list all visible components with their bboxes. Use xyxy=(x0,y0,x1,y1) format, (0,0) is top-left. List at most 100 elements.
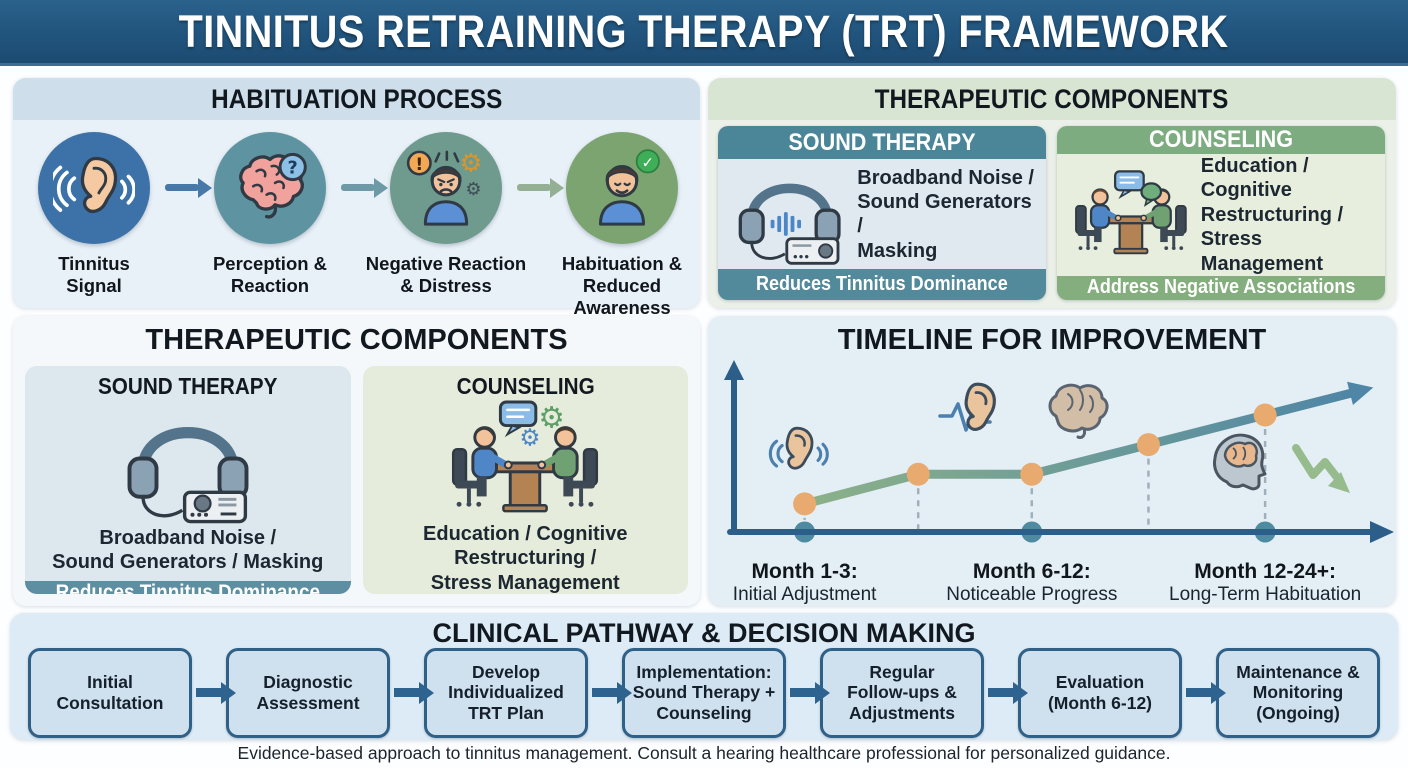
timeline-dynamic-layer xyxy=(793,381,1374,543)
head-brain-icon xyxy=(1213,433,1267,491)
milestone-desc: Long-Term Habituation xyxy=(1169,584,1362,606)
calm-person-check-icon-svg: ✓ xyxy=(598,149,660,226)
headphones-device-icon-svg xyxy=(127,427,249,524)
habituation-step-label: Negative Reaction & Distress xyxy=(365,253,527,297)
headphones-device-icon xyxy=(738,184,841,266)
counseling-description: Education / Cognitive Restructuring / St… xyxy=(1200,155,1344,275)
svg-text:⚙: ⚙ xyxy=(459,149,482,179)
milestone-label: Month 12-24+: xyxy=(1194,560,1336,583)
calm-person-check-icon: ✓ xyxy=(566,132,678,244)
counseling-title: COUNSELING xyxy=(1148,126,1293,153)
distressed-person-icon: ! ⚙ ⚙ xyxy=(390,132,502,244)
counseling-description-2: Education / Cognitive Restructuring / St… xyxy=(423,523,628,594)
habituation-title: HABITUATION PROCESS xyxy=(210,83,503,114)
arrow-right-icon xyxy=(517,184,551,191)
components-cards-2: SOUND THERAPY Broadband No xyxy=(25,366,688,594)
arrow-right-icon xyxy=(341,184,375,191)
arrow-right-icon xyxy=(592,688,618,697)
trend-arrowhead xyxy=(1347,381,1374,406)
components-title-2: THERAPEUTIC COMPONENTS xyxy=(145,324,568,356)
data-point-dot xyxy=(1020,462,1044,486)
timeline-milestone-1: Month 1-3: Initial Adjustment xyxy=(690,560,920,606)
pathway-steps: Initial Consultation Diagnostic Assessme… xyxy=(28,647,1380,738)
habituation-step-4: ✓ Habituation & Reduced Awareness xyxy=(551,126,693,320)
sound-therapy-description-2: Broadband Noise / Sound Generators / Mas… xyxy=(52,527,324,574)
brain-question-icon: ? xyxy=(214,132,326,244)
counseling-session-icon-large: ⚙ ⚙ xyxy=(441,400,609,522)
sound-therapy-benefit: Reduces Tinnitus Dominance xyxy=(756,273,1008,296)
habituation-step-1: Tinnitus Signal xyxy=(23,126,165,297)
svg-text:⚙: ⚙ xyxy=(520,423,541,451)
data-point-dot xyxy=(1253,403,1277,427)
timeline-chart xyxy=(724,360,1394,543)
habituation-step-3: ! ⚙ ⚙ Negative Reaction & Distress xyxy=(366,126,526,297)
footer-disclaimer: Evidence-based approach to tinnitus mana… xyxy=(237,743,1171,763)
pathway-step-5: Regular Follow-ups & Adjustments xyxy=(820,647,984,738)
ear-sound-icon-small xyxy=(768,426,829,470)
ear-sound-icon xyxy=(38,132,150,244)
sound-therapy-card-footer: Reduces Tinnitus Dominance xyxy=(718,269,1046,300)
components-header: THERAPEUTIC COMPONENTS xyxy=(708,78,1396,120)
pathway-title: CLINICAL PATHWAY & DECISION MAKING xyxy=(432,618,976,648)
counseling-card-body: Education / Cognitive Restructuring / St… xyxy=(1057,154,1385,276)
svg-text:?: ? xyxy=(288,159,298,179)
pathway-step-6: Evaluation (Month 6-12) xyxy=(1018,647,1182,738)
ear-pulse-icon xyxy=(938,382,996,432)
ear-sound-icon-svg xyxy=(53,156,135,214)
habituation-step-label: Habituation & Reduced Awareness xyxy=(561,253,683,319)
svg-text:⚙: ⚙ xyxy=(539,401,565,435)
timeline-milestone-3: Month 12-24+: Long-Term Habituation xyxy=(1150,560,1380,606)
counseling-benefit: Address Negative Associations xyxy=(1086,276,1356,299)
svg-text:!: ! xyxy=(415,155,423,175)
counseling-session-icon-svg: ⚙ ⚙ xyxy=(452,400,599,513)
trend-line xyxy=(800,388,1355,509)
svg-text:⚙: ⚙ xyxy=(465,179,481,200)
counseling-card: COUNSELING xyxy=(1057,126,1385,300)
timeline-title: TIMELINE FOR IMPROVEMENT xyxy=(837,324,1267,356)
milestone-desc: Noticeable Progress xyxy=(946,584,1118,606)
sound-therapy-title: SOUND THERAPY xyxy=(788,128,976,156)
sound-therapy-bigcard: SOUND THERAPY Broadband No xyxy=(25,366,351,594)
arrow-right-icon xyxy=(790,688,816,697)
pathway-step-7: Maintenance & Monitoring (Ongoing) xyxy=(1216,647,1380,738)
arrow-right-icon xyxy=(1186,688,1212,697)
counseling-session-icon xyxy=(1075,170,1187,255)
data-point-dot xyxy=(793,492,817,516)
title-banner: TINNITUS RETRAINING THERAPY (TRT) FRAMEW… xyxy=(0,0,1408,66)
data-point-dot xyxy=(906,462,930,486)
arrow-right-icon xyxy=(165,184,199,191)
brain-icon xyxy=(1048,383,1109,439)
therapeutic-components-panel-2: THERAPEUTIC COMPONENTS SOUND THERAPY xyxy=(13,316,700,606)
habituation-panel: HABITUATION PROCESS xyxy=(13,78,700,318)
habituation-step-label: Tinnitus Signal xyxy=(58,253,130,297)
components-title: THERAPEUTIC COMPONENTS xyxy=(875,83,1229,114)
counseling-title-2: COUNSELING xyxy=(456,373,595,399)
arrow-right-icon xyxy=(394,688,420,697)
counseling-card-header: COUNSELING xyxy=(1057,126,1385,154)
habituation-steps: Tinnitus Signal ? Perception & Reaction xyxy=(19,126,694,318)
arrow-right-icon xyxy=(196,688,222,697)
pathway-step-1: Initial Consultation xyxy=(28,647,192,738)
svg-text:✓: ✓ xyxy=(642,154,654,171)
pathway-step-2: Diagnostic Assessment xyxy=(226,647,390,738)
sound-therapy-title-2: SOUND THERAPY xyxy=(98,373,278,399)
distressed-person-icon-svg: ! ⚙ ⚙ xyxy=(406,149,483,226)
sound-therapy-footer-2: Reduces Tinnitus Dominance xyxy=(25,580,351,594)
milestone-label: Month 6-12: xyxy=(972,560,1091,583)
headphones-device-icon-large xyxy=(113,400,263,526)
therapeutic-components-panel: THERAPEUTIC COMPONENTS SOUND THERAPY xyxy=(708,78,1396,308)
pathway-step-4: Implementation: Sound Therapy + Counseli… xyxy=(622,647,786,738)
decline-arrow-icon xyxy=(1292,444,1350,493)
data-point-dot xyxy=(1136,433,1160,457)
x-axis-arrowhead xyxy=(1370,521,1394,543)
brain-question-icon-svg: ? xyxy=(239,152,307,219)
timeline-panel: TIMELINE FOR IMPROVEMENT xyxy=(708,316,1396,606)
timeline-milestone-2: Month 6-12: Noticeable Progress xyxy=(917,560,1147,606)
sound-therapy-card-header: SOUND THERAPY xyxy=(718,126,1046,160)
arrow-right-icon xyxy=(988,688,1014,697)
clinical-pathway-panel: CLINICAL PATHWAY & DECISION MAKING Initi… xyxy=(10,613,1398,740)
page-title: TINNITUS RETRAINING THERAPY (TRT) FRAMEW… xyxy=(179,5,1229,57)
y-axis-arrowhead xyxy=(724,360,744,380)
habituation-header: HABITUATION PROCESS xyxy=(13,78,700,120)
